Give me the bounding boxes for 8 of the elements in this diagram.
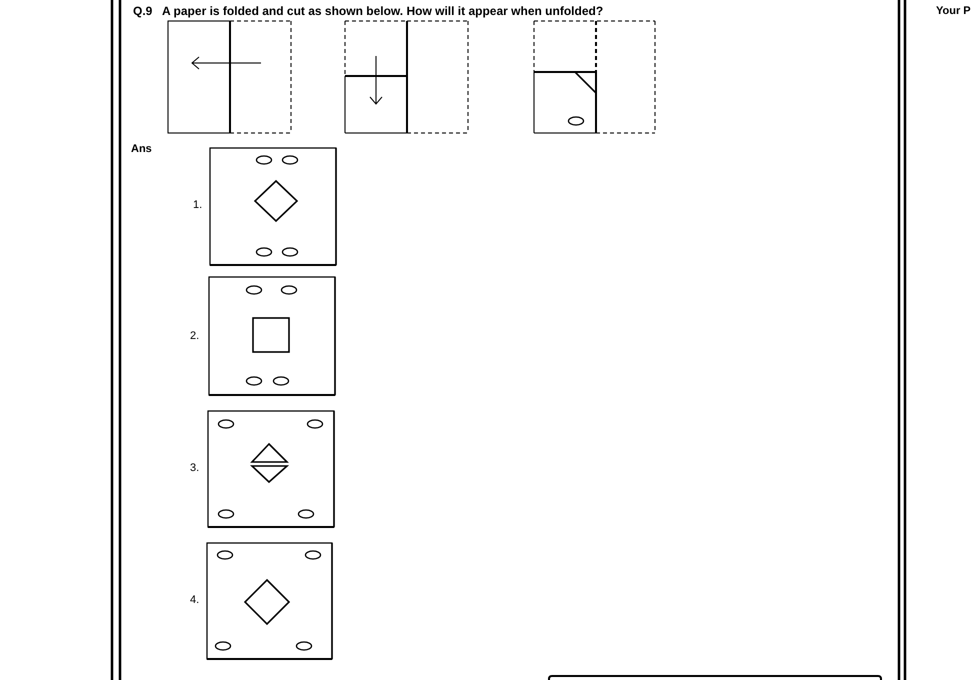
page-header-text: Your P	[936, 5, 971, 18]
answer-heading: Ans	[131, 143, 152, 156]
option-number: 2.	[190, 330, 200, 343]
option-number: 1.	[193, 199, 202, 212]
question-number: Q.9	[133, 4, 152, 18]
question-text: A paper is folded and cut as shown below. How will it appear when unfolded?	[162, 4, 604, 18]
option-number: 3.	[190, 462, 200, 475]
option-number: 4.	[190, 594, 200, 607]
